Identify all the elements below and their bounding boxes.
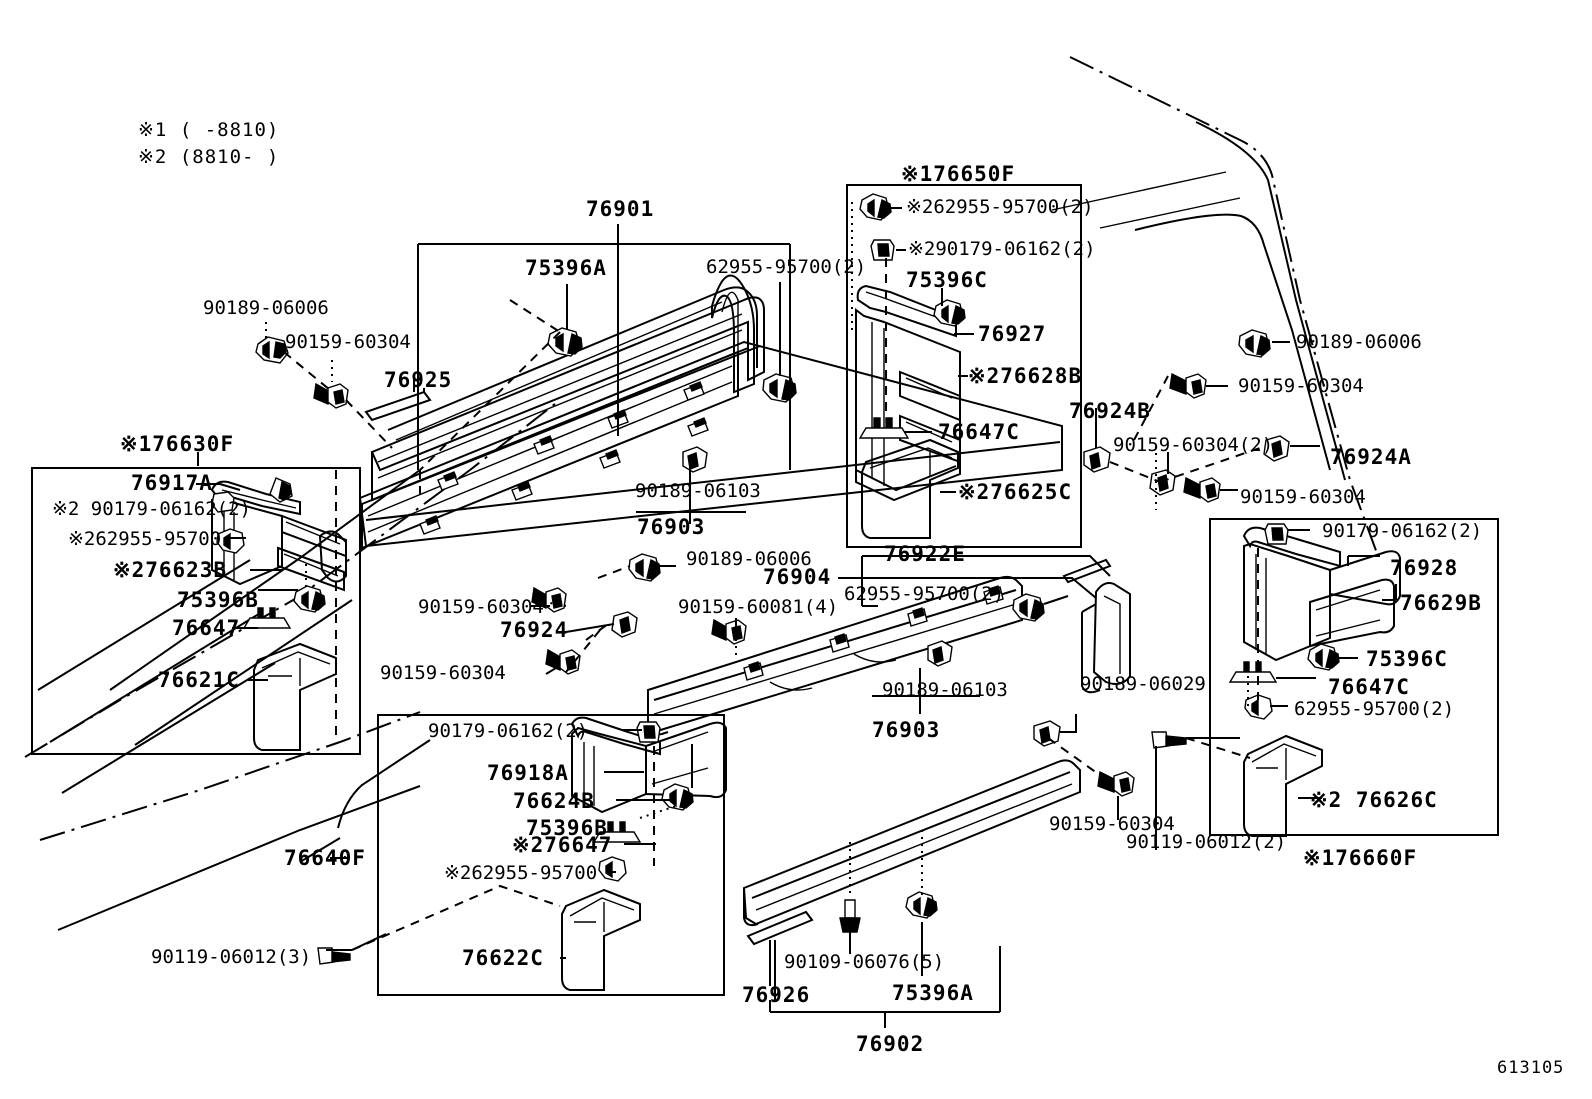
part-label-90159-60304-mid1: 90159-60304 [418,596,544,618]
part-label-62955-95700-2-top: 62955-95700(2) [706,256,867,278]
part-label-276647: ※276647 [512,833,613,857]
part-label-76904: 76904 [763,565,832,589]
part-label-90179-06162-2-640: 90179-06162(2) [428,720,589,742]
part-label-90159-60304-2-right: 90159-60304(2) [1113,434,1274,456]
part-label-76647C-660: 76647C [1328,675,1410,699]
part-label-90189-06103-top: 90189-06103 [635,480,761,502]
part-label-90159-60304-left: 90159-60304 [285,331,411,353]
part-label-75396A-bottom: 75396A [892,981,974,1005]
part-label-262955-95700-2: ※262955-95700(2) [906,196,1094,218]
part-label-2-90179-06162-2: ※2 90179-06162(2) [52,498,251,520]
part-label-76927: 76927 [978,322,1047,346]
group-label-76640F: 76640F [284,846,366,870]
part-label-75396B-630: 75396B [177,588,259,612]
part-label-75396A-top: 75396A [525,256,607,280]
group-label-76630F: ※176630F [120,432,235,456]
part-label-90159-60304-right2: 90159-60304 [1240,486,1366,508]
part-label-276628B: ※276628B [968,364,1083,388]
part-label-75396B-640: 75396B [526,816,608,840]
part-label-90119-06012-3: 90119-06012(3) [151,946,312,968]
part-label-90159-60304-bottom: 90159-60304 [1049,813,1175,835]
part-label-76924B: 76924B [1069,399,1151,423]
part-label-76624B: 76624B [513,789,595,813]
part-label-76647-630: 76647 [172,616,241,640]
part-label-290179-06162-2: ※290179-06162(2) [908,238,1096,260]
part-label-90179-06162-2-660: 90179-06162(2) [1322,520,1483,542]
document-id: 613105 [1497,1058,1565,1078]
part-label-75396C-660: 75396C [1366,647,1448,671]
part-label-75396C-650: 75396C [906,268,988,292]
part-label-76928: 76928 [1390,556,1459,580]
part-label-76922E: 76922E [884,542,966,566]
part-label-76629B: 76629B [1400,591,1482,615]
part-label-262955-95700-630: ※262955-95700 [68,528,222,550]
part-label-90119-06012-2: 90119-06012(2) [1126,831,1287,853]
part-label-76902: 76902 [856,1032,925,1056]
part-label-76918A: 76918A [487,761,569,785]
part-label-76622C: 76622C [462,946,544,970]
group-label-76650F: ※176650F [901,162,1016,186]
part-label-90189-06006-mid: 90189-06006 [686,548,812,570]
part-label-76917A: 76917A [131,471,213,495]
part-label-90109-06076-5: 90109-06076(5) [784,951,945,973]
part-label-90189-06103-mid: 90189-06103 [882,679,1008,701]
part-label-90189-06006-left: 90189-06006 [203,297,329,319]
part-label-76901: 76901 [586,197,655,221]
part-label-76924A: 76924A [1330,445,1412,469]
group-box-76660F [1209,518,1499,836]
legend-note-1: ※1 ( -8810) [138,119,280,141]
part-label-90159-60304-right1: 90159-60304 [1238,375,1364,397]
part-label-76926: 76926 [742,983,811,1007]
part-label-62955-95700-2-mid: 62955-95700(2) [844,583,1005,605]
part-label-2-76626C: ※2 76626C [1310,788,1438,812]
group-label-76660F: ※176660F [1303,846,1418,870]
part-label-76925: 76925 [384,368,453,392]
group-box-76650F [846,184,1082,548]
part-label-76621C: 76621C [158,668,240,692]
part-label-90159-60081-4: 90159-60081(4) [678,596,839,618]
part-label-62955-95700-2-660: 62955-95700(2) [1294,698,1455,720]
part-label-76924: 76924 [500,618,569,642]
part-label-90189-06006-right: 90189-06006 [1296,331,1422,353]
part-label-76903-mid: 76903 [872,718,941,742]
group-box-76640F [377,714,725,996]
group-box-76630F [31,467,361,755]
part-label-76903-top: 76903 [637,515,706,539]
part-label-76647C-650: 76647C [938,420,1020,444]
part-label-276623B: ※276623B [113,558,228,582]
part-label-90189-06029: 90189-06029 [1080,673,1206,695]
part-label-90159-60304-mid2: 90159-60304 [380,662,506,684]
part-label-276625C: ※276625C [958,480,1073,504]
part-label-262955-95700-640: ※262955-95700 [444,862,598,884]
legend-note-2: ※2 (8810- ) [138,146,280,168]
